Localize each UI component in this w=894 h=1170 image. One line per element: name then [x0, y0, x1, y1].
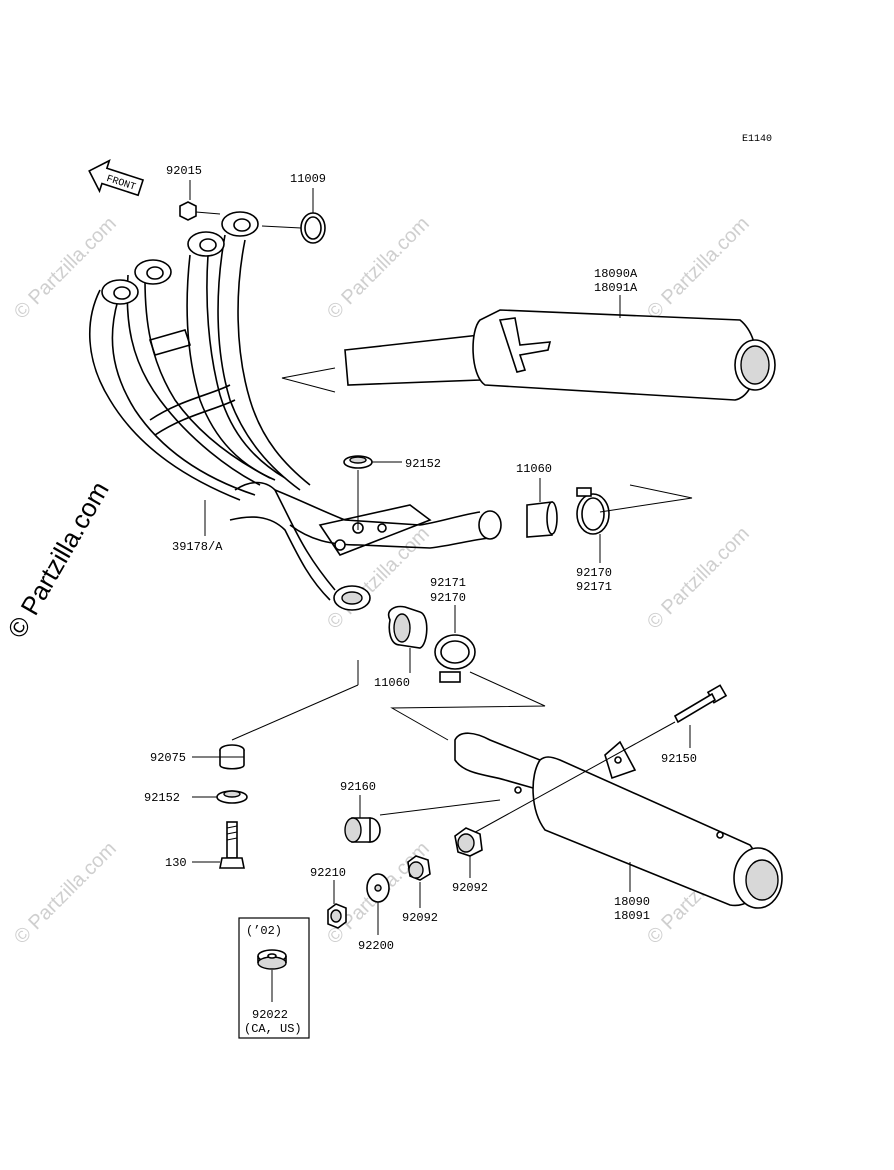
watermark: © Partzilla.com — [643, 213, 754, 324]
callout-11060-top: 11060 — [516, 462, 552, 476]
callout-11060-bottom: 11060 — [374, 676, 410, 690]
bolt-92150 — [469, 684, 728, 836]
callout-02: (’02) — [246, 924, 282, 938]
callout-18091a: 18091A — [594, 281, 638, 295]
callout-labels: 92015 11009 18090A 18091A 92152 11060 39… — [144, 164, 697, 1036]
callout-18090a: 18090A — [594, 267, 638, 281]
damper-92092-a — [407, 855, 431, 908]
gasket-11060-top — [526, 478, 558, 538]
callout-92200: 92200 — [358, 939, 394, 953]
front-arrow-icon: FRONT — [88, 159, 145, 197]
callout-11009: 11009 — [290, 172, 326, 186]
callout-92152-top: 92152 — [405, 457, 441, 471]
leader-line — [231, 684, 359, 741]
callout-92210: 92210 — [310, 866, 346, 880]
callout-92092-a: 92092 — [402, 911, 438, 925]
gasket-11060-bottom — [387, 605, 428, 673]
callout-92170-right: 92170 — [576, 566, 612, 580]
flange-nut-92015 — [179, 180, 221, 221]
damper-92075 — [192, 744, 245, 770]
exhaust-header-pipes — [88, 211, 502, 611]
callout-18091: 18091 — [614, 909, 650, 923]
watermark-main: © Partzilla.com — [1, 476, 115, 643]
callout-92152-bottom: 92152 — [144, 791, 180, 805]
callout-92022: 92022 — [252, 1008, 288, 1022]
watermark: © Partzilla.com — [10, 213, 121, 324]
grommet-92152-bottom — [192, 790, 248, 804]
callout-92171-middle: 92171 — [430, 576, 466, 590]
washer-92200 — [366, 873, 390, 935]
callout-18090: 18090 — [614, 895, 650, 909]
muffler-upper — [281, 295, 776, 401]
watermark: © Partzilla.com — [643, 523, 754, 634]
callout-39178a: 39178/A — [172, 540, 223, 554]
inset-box-92022 — [238, 917, 310, 1039]
callout-92170-middle: 92170 — [430, 591, 466, 605]
muffler-lower — [379, 732, 783, 909]
callout-92171-right: 92171 — [576, 580, 612, 594]
collar-92160 — [344, 795, 381, 843]
gasket-11009 — [261, 188, 326, 244]
watermark: © Partzilla.com — [10, 838, 121, 949]
watermark: © Partzilla.com — [323, 213, 434, 324]
callout-92092-b: 92092 — [452, 881, 488, 895]
callout-92075: 92075 — [150, 751, 186, 765]
callout-92015: 92015 — [166, 164, 202, 178]
callout-ca-us: (CA, US) — [244, 1022, 302, 1036]
clamp-92170-right — [576, 484, 693, 563]
nut-92210 — [327, 880, 347, 929]
callout-130: 130 — [165, 856, 187, 870]
damper-92092-b — [454, 827, 483, 878]
callout-92150: 92150 — [661, 752, 697, 766]
clamp-92170-middle — [390, 605, 546, 741]
bolt-130 — [192, 821, 245, 869]
diagram-code: E1140 — [742, 134, 772, 145]
callout-92160: 92160 — [340, 780, 376, 794]
grommet-92152-top — [343, 455, 402, 530]
